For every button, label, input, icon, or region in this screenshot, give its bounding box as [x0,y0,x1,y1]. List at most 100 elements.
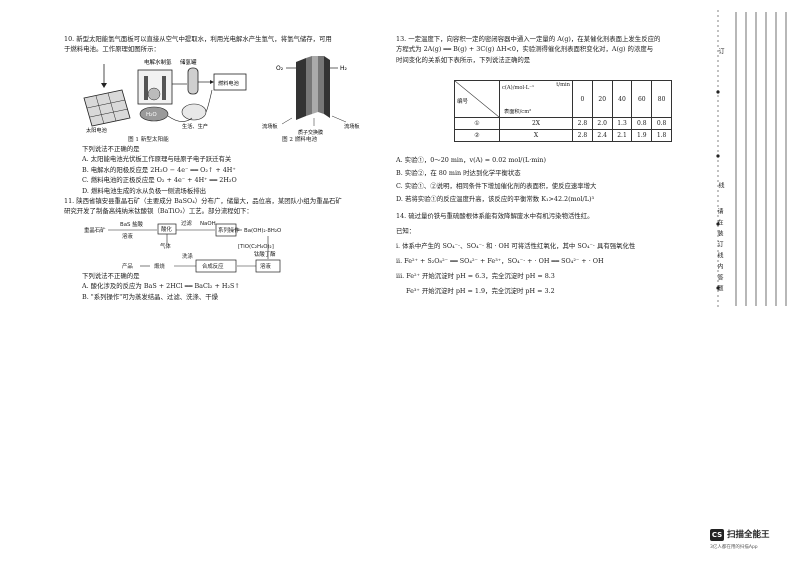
flow-series-op: 系列操作 [218,226,240,234]
q13-line2: 方程式为 2A(g) ══ B(g) + 3C(g) ΔH<0，实验测得催化剂表… [396,45,654,54]
flow-baoh2: Ba(OH)₂·8H₂O [244,228,281,234]
flow-bas: BaS 盐酸 [120,220,144,228]
margin-label: 在 [716,219,723,225]
label-membrane: 质子交换膜 [298,129,323,136]
row2-value: 1.9 [631,129,653,142]
scanner-watermark: CS 扫描全能王 3亿人都在用的扫描App [708,524,790,554]
table-row: ① 2X 2.8 2.0 1.3 0.8 0.8 [454,117,672,130]
flow-solution: 溶液 [122,232,133,240]
table-corner-cell: 编号 [454,80,500,118]
table-time-header: t/min [556,82,570,88]
label-tank: 储氢罐 [180,58,197,66]
question-13: 13. 一定温度下，向容积一定的密闭容器中通入一定量的 A(g)，在某催化剂表面… [396,35,660,66]
flow-filter: 过滤 [181,219,192,227]
q13-option-b: B. 实验②，在 80 min 时达到化学平衡状态 [396,169,521,177]
life-production-icon [181,103,207,121]
row1-area: 2X [499,117,573,130]
row2-value: 2.1 [611,129,633,142]
margin-label: 内 [716,263,723,269]
flow-synthesis: 合成反应 [202,262,224,270]
q10-option-d: D. 燃料电池生成的水从负极一侧流场板排出 [82,186,206,195]
q10-line2: 于燃料电池。工作原理如图所示： [64,45,160,54]
question-11: 11. 陕西省镇安县重晶石矿（主要成分 BaSO₄）分布广，储量大，品位高，某团… [64,197,342,218]
row1-value: 0.8 [651,117,672,130]
q11-prompt: 下列说法不正确的是 [82,272,140,280]
q13-line3: 时间变化的关系如下表所示，下列说法正确的是 [396,55,531,64]
table-time-80: 80 [651,80,672,118]
figure-2-fuel-cell: O₂ H₂ 流场板 流场板 质子交换膜 [262,56,360,136]
q10-option-b: B. 电解水的阳极反应是 2H₂O − 4e⁻ ══ O₂↑ + 4H⁺ [82,165,236,174]
margin-label: 装 [716,230,723,236]
q11-option-b: B. "系列操作"可为蒸发结晶、过滤、洗涤、干燥 [82,292,219,301]
question-14: 14. 硫过量价铁与重硫酸根体系能有效降解废水中有机污染物活性红。 已知： i.… [396,212,635,302]
q11-flowchart: 重晶石矿 BaS 盐酸 溶液 酸化 过滤 NaOH 系列操作 Ba(OH)₂·8… [84,219,281,273]
q11-line2: 研究开发了制备高纯纳米钛酸钡（BaTiO₃）工艺。部分流程如下： [64,207,253,216]
margin-label: 答 [716,274,723,280]
question-13-options: A. 实验①，0～20 min，v(A) = 0.02 mol/(L·min) … [396,156,596,208]
table-id-header: 编号 [457,99,469,105]
q10-line1: 10. 新型太阳能氢气面板可以直接从空气中提取水，利用光电解水产生氢气，将氢气储… [64,35,332,43]
scanner-tagline: 3亿人都在用的扫描App [710,545,758,550]
q13-data-table: 编号 c(A)/mol·L⁻¹ t/min 表面积/cm² 0 20 40 60… [454,80,672,142]
camscanner-logo-icon: CS [710,529,724,541]
fuel-cell-stack-icon [296,56,330,120]
row2-value: 1.8 [651,129,672,142]
scanner-app-name: 扫描全能王 [727,530,770,540]
flow-solution-2: 溶液 [260,262,271,270]
q10-option-a: A. 太阳能电池光伏板工作原理与硅原子电子跃迁有关 [82,155,232,164]
margin-label: 订 [717,48,724,54]
label-fuel-cell: 燃料电池 [218,79,239,87]
flow-product: 产品 [122,262,133,270]
q13-line1: 13. 一定温度下，向容积一定的密闭容器中通入一定量的 A(g)，在某催化剂表面… [396,35,661,43]
table-time-0: 0 [572,80,593,118]
flow-ore: 重晶石矿 [84,226,106,234]
question-10-options: 下列说法不正确的是 A. 太阳能电池光伏板工作原理与硅原子电子跃迁有关 B. 电… [82,145,237,197]
table-time-40: 40 [611,80,633,118]
label-flow-plate-right: 流场板 [344,122,360,130]
flow-wash: 洗涤 [182,252,193,260]
q11-line1: 11. 陕西省镇安县重晶石矿（主要成分 BaSO₄）分布广，储量大，品位高，某团… [64,197,342,205]
q10-option-c: C. 燃料电池的正极反应是 O₂ + 4e⁻ + 4H⁺ ══ 2H₂O [82,176,237,185]
q14-item-i: i. 体系中产生的 SO₄⁻·、SO₄⁻· 和 · OH 可将活性红氧化，其中 … [396,242,636,250]
q14-known: 已知： [396,227,416,235]
figure-1-caption: 图 1 新型太阳能 [128,137,169,143]
q14-item-iii: iii. Fe²⁺ 开始沉淀时 pH = 6.3，完全沉淀时 pH = 8.3 [396,272,555,280]
question-11-options: 下列说法不正确的是 A. 酸化涉及的反应为 BaS + 2HCl ══ BaCl… [82,272,240,303]
row2-id: ② [454,129,500,142]
table-time-60: 60 [631,80,653,118]
row2-value: 2.4 [591,129,613,142]
margin-label: 线 [717,182,724,188]
label-o2: O₂ [276,65,284,72]
label-solar-cell: 太阳电池 [86,126,107,134]
table-time-20: 20 [591,80,613,118]
margin-label: 题 [716,285,723,291]
binding-margin [716,10,787,310]
flow-acidify: 酸化 [161,225,172,233]
margin-label: 订 [716,241,723,247]
q13-option-c: C. 实验①、②说明，相同条件下增加催化剂的表面积，使反应速率增大 [396,182,597,190]
flow-naoh: NaOH [200,221,216,227]
margin-label: 线 [716,252,723,258]
q13-option-a: A. 实验①，0～20 min，v(A) = 0.02 mol/(L·min) [396,156,546,164]
table-surface-header: 表面积/cm² [504,109,532,115]
margin-label: 请 [716,208,723,214]
hydrogen-tank-icon [187,67,199,95]
row2-area: X [499,129,573,142]
question-10: 10. 新型太阳能氢气面板可以直接从空气中提取水，利用光电解水产生氢气，将氢气储… [64,35,332,56]
flow-ti-complex: [TiO(C₂H₄O)₂] [238,244,274,250]
label-water: H₂O [146,112,157,118]
flow-calcine: 煅烧 [154,262,165,270]
row1-value: 2.0 [591,117,613,130]
q13-option-d: D. 若将实验①的反应温度升高，该反应的平衡常数 K₁>42.2(mol/L)³ [396,195,595,203]
flow-ester: 钛酸丁酯 [254,250,276,258]
table-area-header: c(A)/mol·L⁻¹ t/min 表面积/cm² [499,80,573,118]
q11-option-a: A. 酸化涉及的反应为 BaS + 2HCl ══ BaCl₂ + H₂S↑ [82,282,240,291]
row1-value: 0.8 [631,117,653,130]
solar-panel-icon [83,89,131,127]
q14-line1: 14. 硫过量价铁与重硫酸根体系能有效降解废水中有机污染物活性红。 [396,212,594,220]
q14-item-iv: Fe³⁺ 开始沉淀时 pH = 1.9，完全沉淀时 pH = 3.2 [406,287,555,295]
q14-item-ii: ii. Fe²⁺ + S₂O₈²⁻ ══ SO₄²⁻ + Fe³⁺，SO₄⁻· … [396,257,604,265]
row1-value: 2.8 [572,117,593,130]
table-conc-header: c(A)/mol·L⁻¹ [502,85,535,91]
